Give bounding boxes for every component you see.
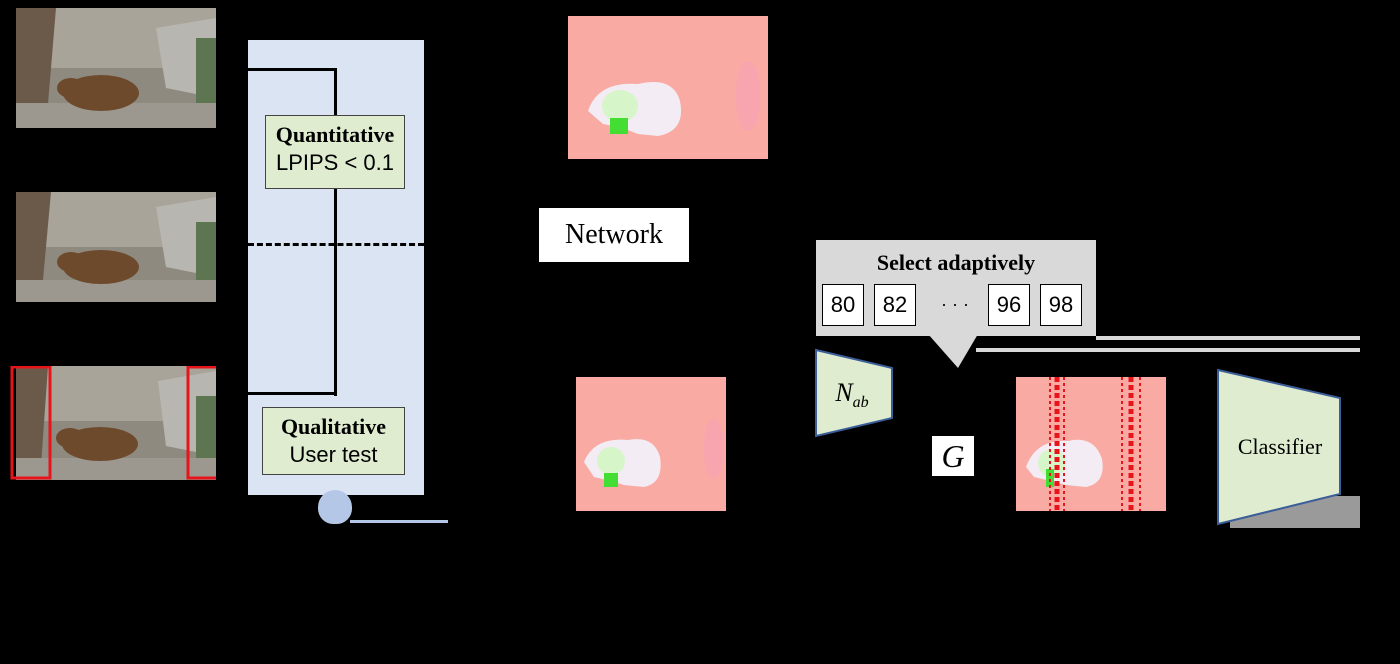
input-frame-3 bbox=[8, 366, 216, 480]
connector bbox=[216, 436, 266, 439]
bear-photo-1 bbox=[16, 8, 216, 128]
quantitative-criterion: LPIPS < 0.1 bbox=[275, 150, 395, 175]
optical-flow-1 bbox=[568, 16, 768, 159]
flow-map-bottom bbox=[576, 377, 726, 511]
select-title: Select adaptively bbox=[876, 250, 1036, 275]
select-value-98: 98 bbox=[1040, 284, 1082, 326]
g-box: G bbox=[932, 436, 974, 476]
optical-flow-2 bbox=[576, 377, 726, 511]
mask-lines-left bbox=[1049, 377, 1065, 511]
flow-map-top bbox=[568, 16, 768, 159]
connector bbox=[334, 68, 337, 396]
network-box: Network bbox=[538, 207, 690, 263]
output-line bbox=[350, 520, 448, 523]
n-ab-base: N bbox=[835, 378, 853, 407]
mask-lines-right bbox=[1121, 377, 1141, 511]
select-value-82: 82 bbox=[874, 284, 916, 326]
quantitative-box: Quantitative LPIPS < 0.1 bbox=[265, 115, 405, 189]
down-arrow-icon bbox=[318, 490, 352, 524]
select-value-96: 96 bbox=[988, 284, 1030, 326]
gray-line-bottom bbox=[976, 348, 1360, 352]
connector bbox=[248, 392, 336, 395]
classifier-module bbox=[1217, 368, 1341, 526]
quantitative-title: Quantitative bbox=[275, 122, 395, 147]
right-crop-highlight bbox=[186, 366, 216, 480]
bear-photo-2 bbox=[16, 192, 216, 302]
connector bbox=[248, 68, 336, 71]
bear-photo-3 bbox=[10, 366, 216, 480]
gray-line-top bbox=[1096, 336, 1360, 340]
input-frame-2 bbox=[16, 192, 216, 302]
dashed-divider bbox=[248, 243, 424, 246]
qualitative-title: Qualitative bbox=[280, 414, 387, 439]
select-ellipsis: · · · bbox=[941, 294, 969, 314]
optical-flow-masked bbox=[1016, 377, 1166, 511]
g-label: G bbox=[941, 438, 965, 474]
qualitative-box: Qualitative User test bbox=[262, 407, 405, 475]
network-label: Network bbox=[565, 219, 663, 250]
input-frame-1 bbox=[16, 8, 216, 128]
select-value-80: 80 bbox=[822, 284, 864, 326]
classifier-label: Classifier bbox=[1237, 434, 1323, 459]
callout-pointer bbox=[928, 334, 978, 368]
masked-flow-map bbox=[1016, 377, 1166, 511]
qualitative-criterion: User test bbox=[289, 442, 378, 467]
left-crop-highlight bbox=[10, 366, 52, 480]
n-ab-label: Nab bbox=[822, 378, 882, 412]
n-ab-module bbox=[815, 348, 893, 438]
n-ab-sub: ab bbox=[852, 394, 869, 412]
